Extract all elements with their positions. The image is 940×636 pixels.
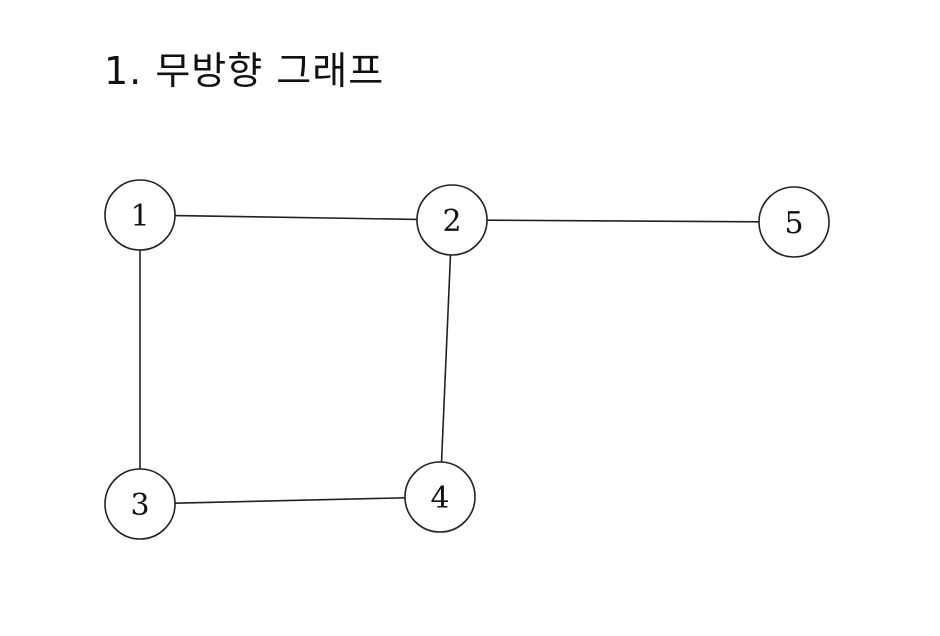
node-label: 2 — [442, 204, 461, 239]
node-label: 1 — [130, 199, 149, 234]
node-circle — [416, 184, 488, 256]
node-2: 2 — [416, 184, 488, 256]
edge-3-4 — [174, 497, 406, 504]
node-circle — [104, 468, 176, 540]
node-1: 1 — [104, 179, 176, 251]
graph-nodes: 1 2 3 4 5 — [104, 179, 830, 540]
node-circle — [758, 186, 830, 258]
edge-2-4 — [440, 254, 452, 463]
edge-1-2 — [174, 214, 418, 221]
node-4: 4 — [404, 461, 476, 533]
node-circle — [104, 179, 176, 251]
node-circle — [404, 461, 476, 533]
node-5: 5 — [758, 186, 830, 258]
node-label: 3 — [130, 488, 149, 523]
node-label: 5 — [784, 206, 803, 241]
graph-edges — [139, 214, 760, 504]
edge-2-5 — [486, 219, 760, 223]
node-3: 3 — [104, 468, 176, 540]
diagram-title: 1. 무방향 그래프 — [104, 49, 385, 93]
node-label: 4 — [430, 481, 449, 516]
